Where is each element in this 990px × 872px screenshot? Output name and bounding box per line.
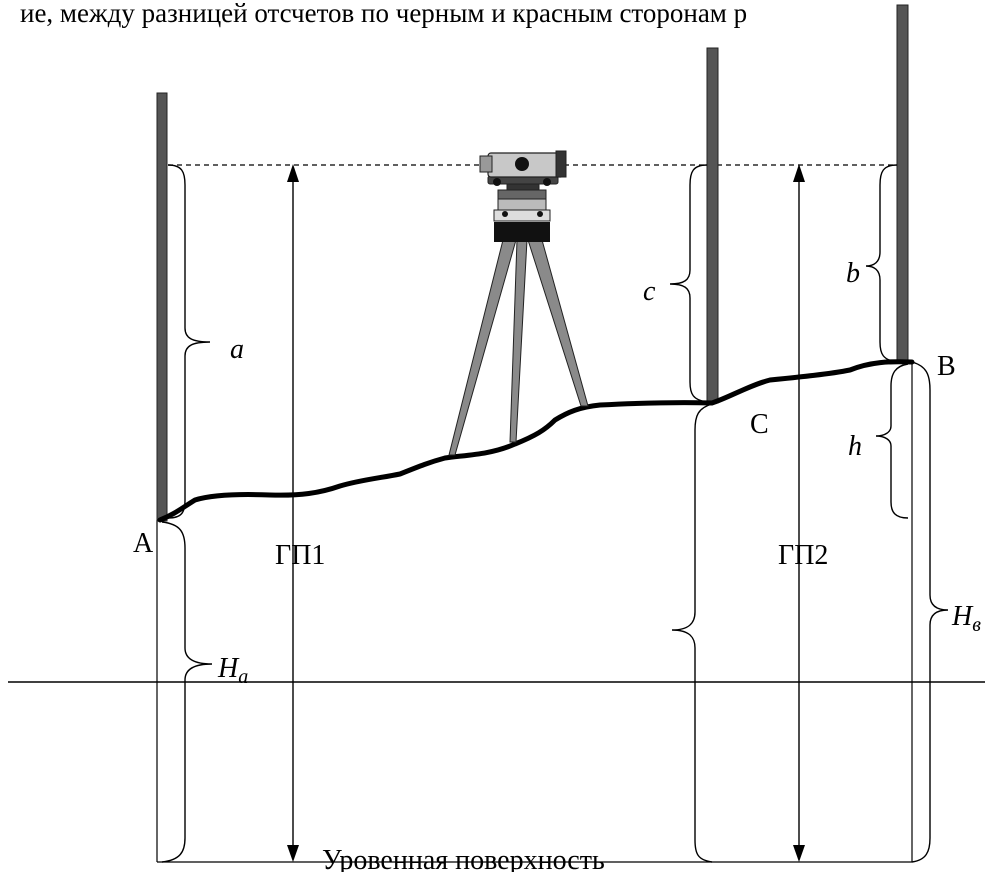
brace-c-height: [671, 403, 713, 863]
label-gp2: ГП2: [778, 540, 828, 571]
label-reading-b: b: [846, 258, 860, 289]
staff-a: [156, 92, 168, 522]
label-reading-a: a: [230, 334, 244, 365]
brace-a: [167, 164, 211, 519]
gp2-arrowhead-bottom: [793, 845, 805, 862]
header-text: ие, между разницей отсчетов по черным и …: [20, 0, 747, 28]
brace-h-b: [911, 361, 949, 863]
tripod-leg-middle: [509, 239, 528, 443]
gp1-arrowhead-top: [287, 164, 299, 182]
gp2-arrowhead-top: [793, 164, 805, 182]
label-height-diff: h: [848, 431, 862, 462]
tripod-leg-left: [448, 239, 517, 456]
label-point-a: A: [133, 528, 154, 559]
brace-b: [865, 164, 898, 363]
ground-profile: [157, 359, 915, 523]
brace-c: [669, 164, 708, 403]
label-point-c: С: [750, 409, 769, 440]
level-instrument-icon: [479, 150, 567, 242]
staff-c: [706, 47, 719, 404]
label-level-surface: Уровенная поверхность: [322, 845, 605, 872]
brace-h-a: [161, 521, 213, 863]
label-point-b: В: [937, 351, 956, 382]
label-gp1: ГП1: [275, 540, 325, 571]
label-h-a: Hа: [217, 653, 248, 688]
label-h-b: Hв: [951, 601, 981, 636]
label-reading-c: c: [643, 276, 656, 307]
staff-b: [896, 4, 909, 363]
brace-h: [875, 363, 909, 519]
tripod-leg-right: [527, 239, 589, 407]
gp1-arrowhead-bottom: [287, 845, 299, 862]
